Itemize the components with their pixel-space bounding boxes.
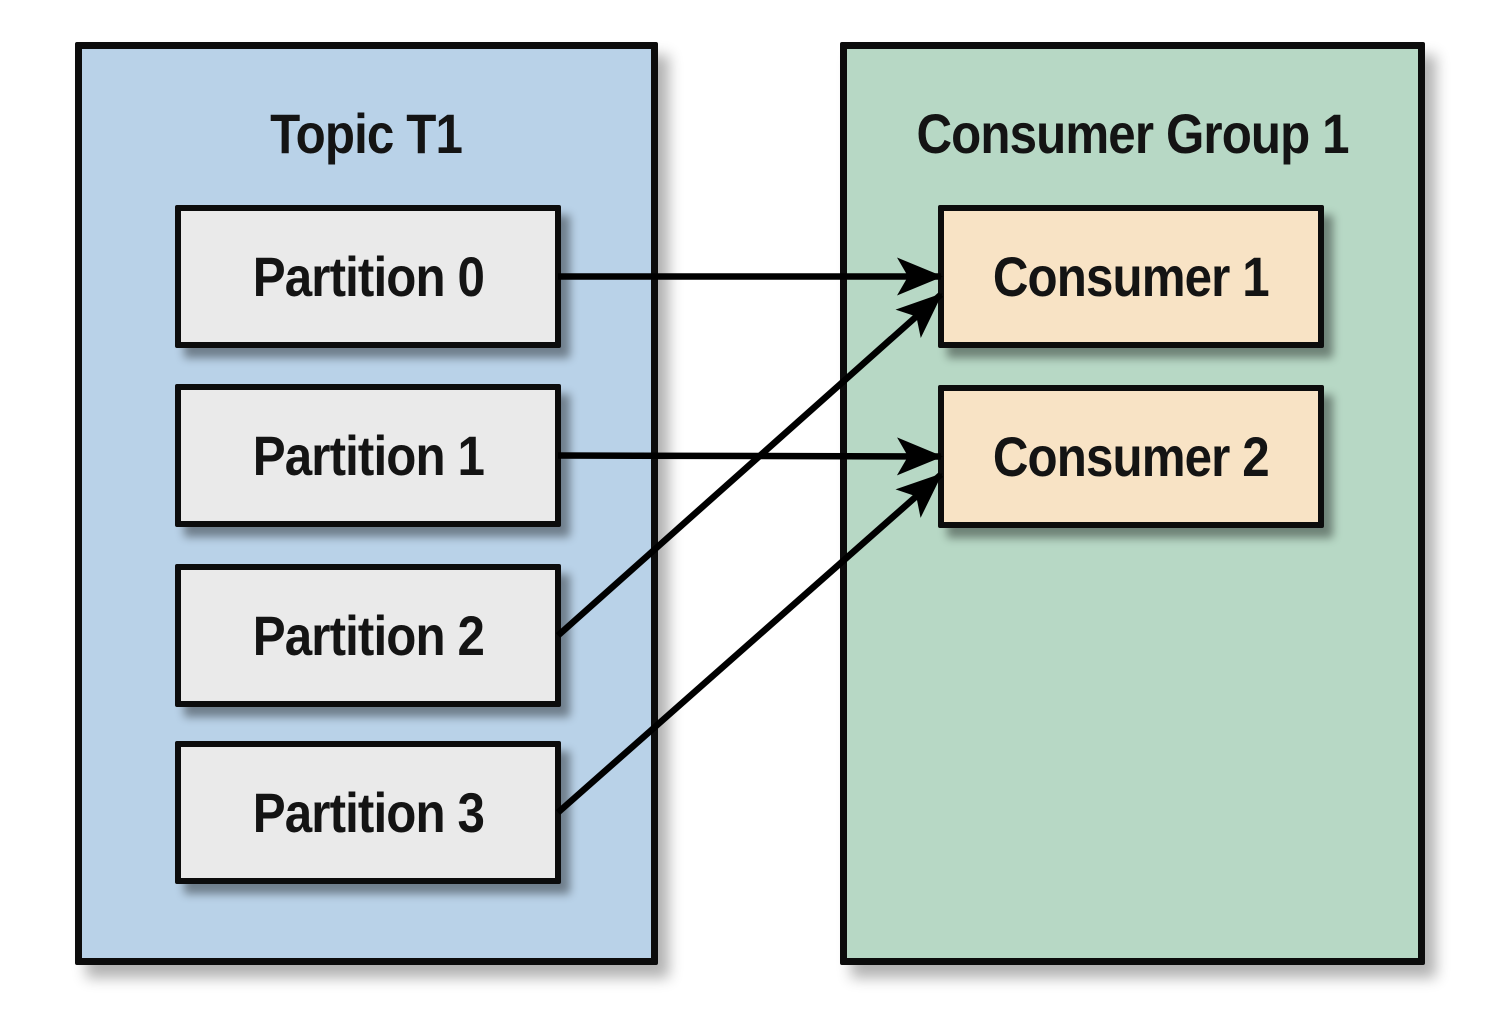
topic-box: Topic T1 Partition 0 Partition 1 Partiti… xyxy=(75,42,658,965)
partition-2-box: Partition 2 xyxy=(175,564,561,707)
consumer-2-box: Consumer 2 xyxy=(938,385,1324,528)
consumer-1-label: Consumer 1 xyxy=(992,244,1270,308)
partition-0-label: Partition 0 xyxy=(252,244,484,308)
partition-1-label: Partition 1 xyxy=(252,423,484,487)
partition-0-box: Partition 0 xyxy=(175,205,561,348)
consumer-1-box: Consumer 1 xyxy=(938,205,1324,348)
topic-title-text: Topic T1 xyxy=(270,102,464,165)
partition-2-label: Partition 2 xyxy=(252,603,484,667)
consumer-2-label: Consumer 2 xyxy=(992,424,1270,488)
consumer-group-box: Consumer Group 1 Consumer 1 Consumer 2 xyxy=(840,42,1425,965)
consumer-group-title: Consumer Group 1 xyxy=(847,106,1418,162)
partition-3-box: Partition 3 xyxy=(175,741,561,884)
topic-title: Topic T1 xyxy=(82,106,651,162)
consumer-group-title-text: Consumer Group 1 xyxy=(916,102,1349,165)
partition-3-label: Partition 3 xyxy=(252,780,484,844)
partition-1-box: Partition 1 xyxy=(175,384,561,527)
